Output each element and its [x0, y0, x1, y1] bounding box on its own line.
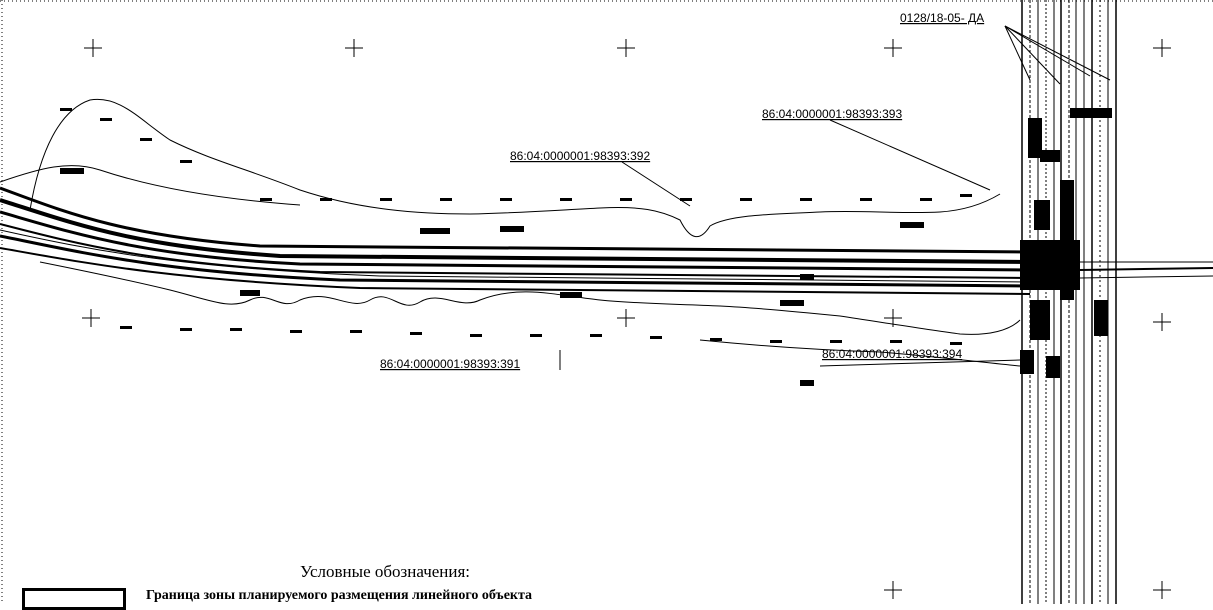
parcel-label-391: 86:04:0000001:98393:391: [380, 357, 520, 371]
parcel-label-393: 86:04:0000001:98393:393: [762, 107, 902, 121]
parcel-label-394: 86:04:0000001:98393:394: [822, 347, 962, 361]
legend-zone-swatch: [22, 588, 126, 610]
spot-heights: [60, 108, 972, 386]
road-junction: [1020, 108, 1112, 378]
crossing-road: [1079, 261, 1213, 279]
zone-boundary-upper: [0, 98, 1001, 237]
parcel-label-392: 86:04:0000001:98393:392: [510, 149, 650, 163]
legend-item-label: Граница зоны планируемого размещения лин…: [146, 588, 533, 603]
linear-object-bundle: [0, 186, 1031, 295]
legend-title: Условные обозначения:: [300, 562, 471, 581]
leader-lines: [559, 25, 1111, 370]
grid-crosses: [82, 39, 1171, 599]
drawing-code-label: 0128/18-05- ДА: [900, 11, 984, 25]
